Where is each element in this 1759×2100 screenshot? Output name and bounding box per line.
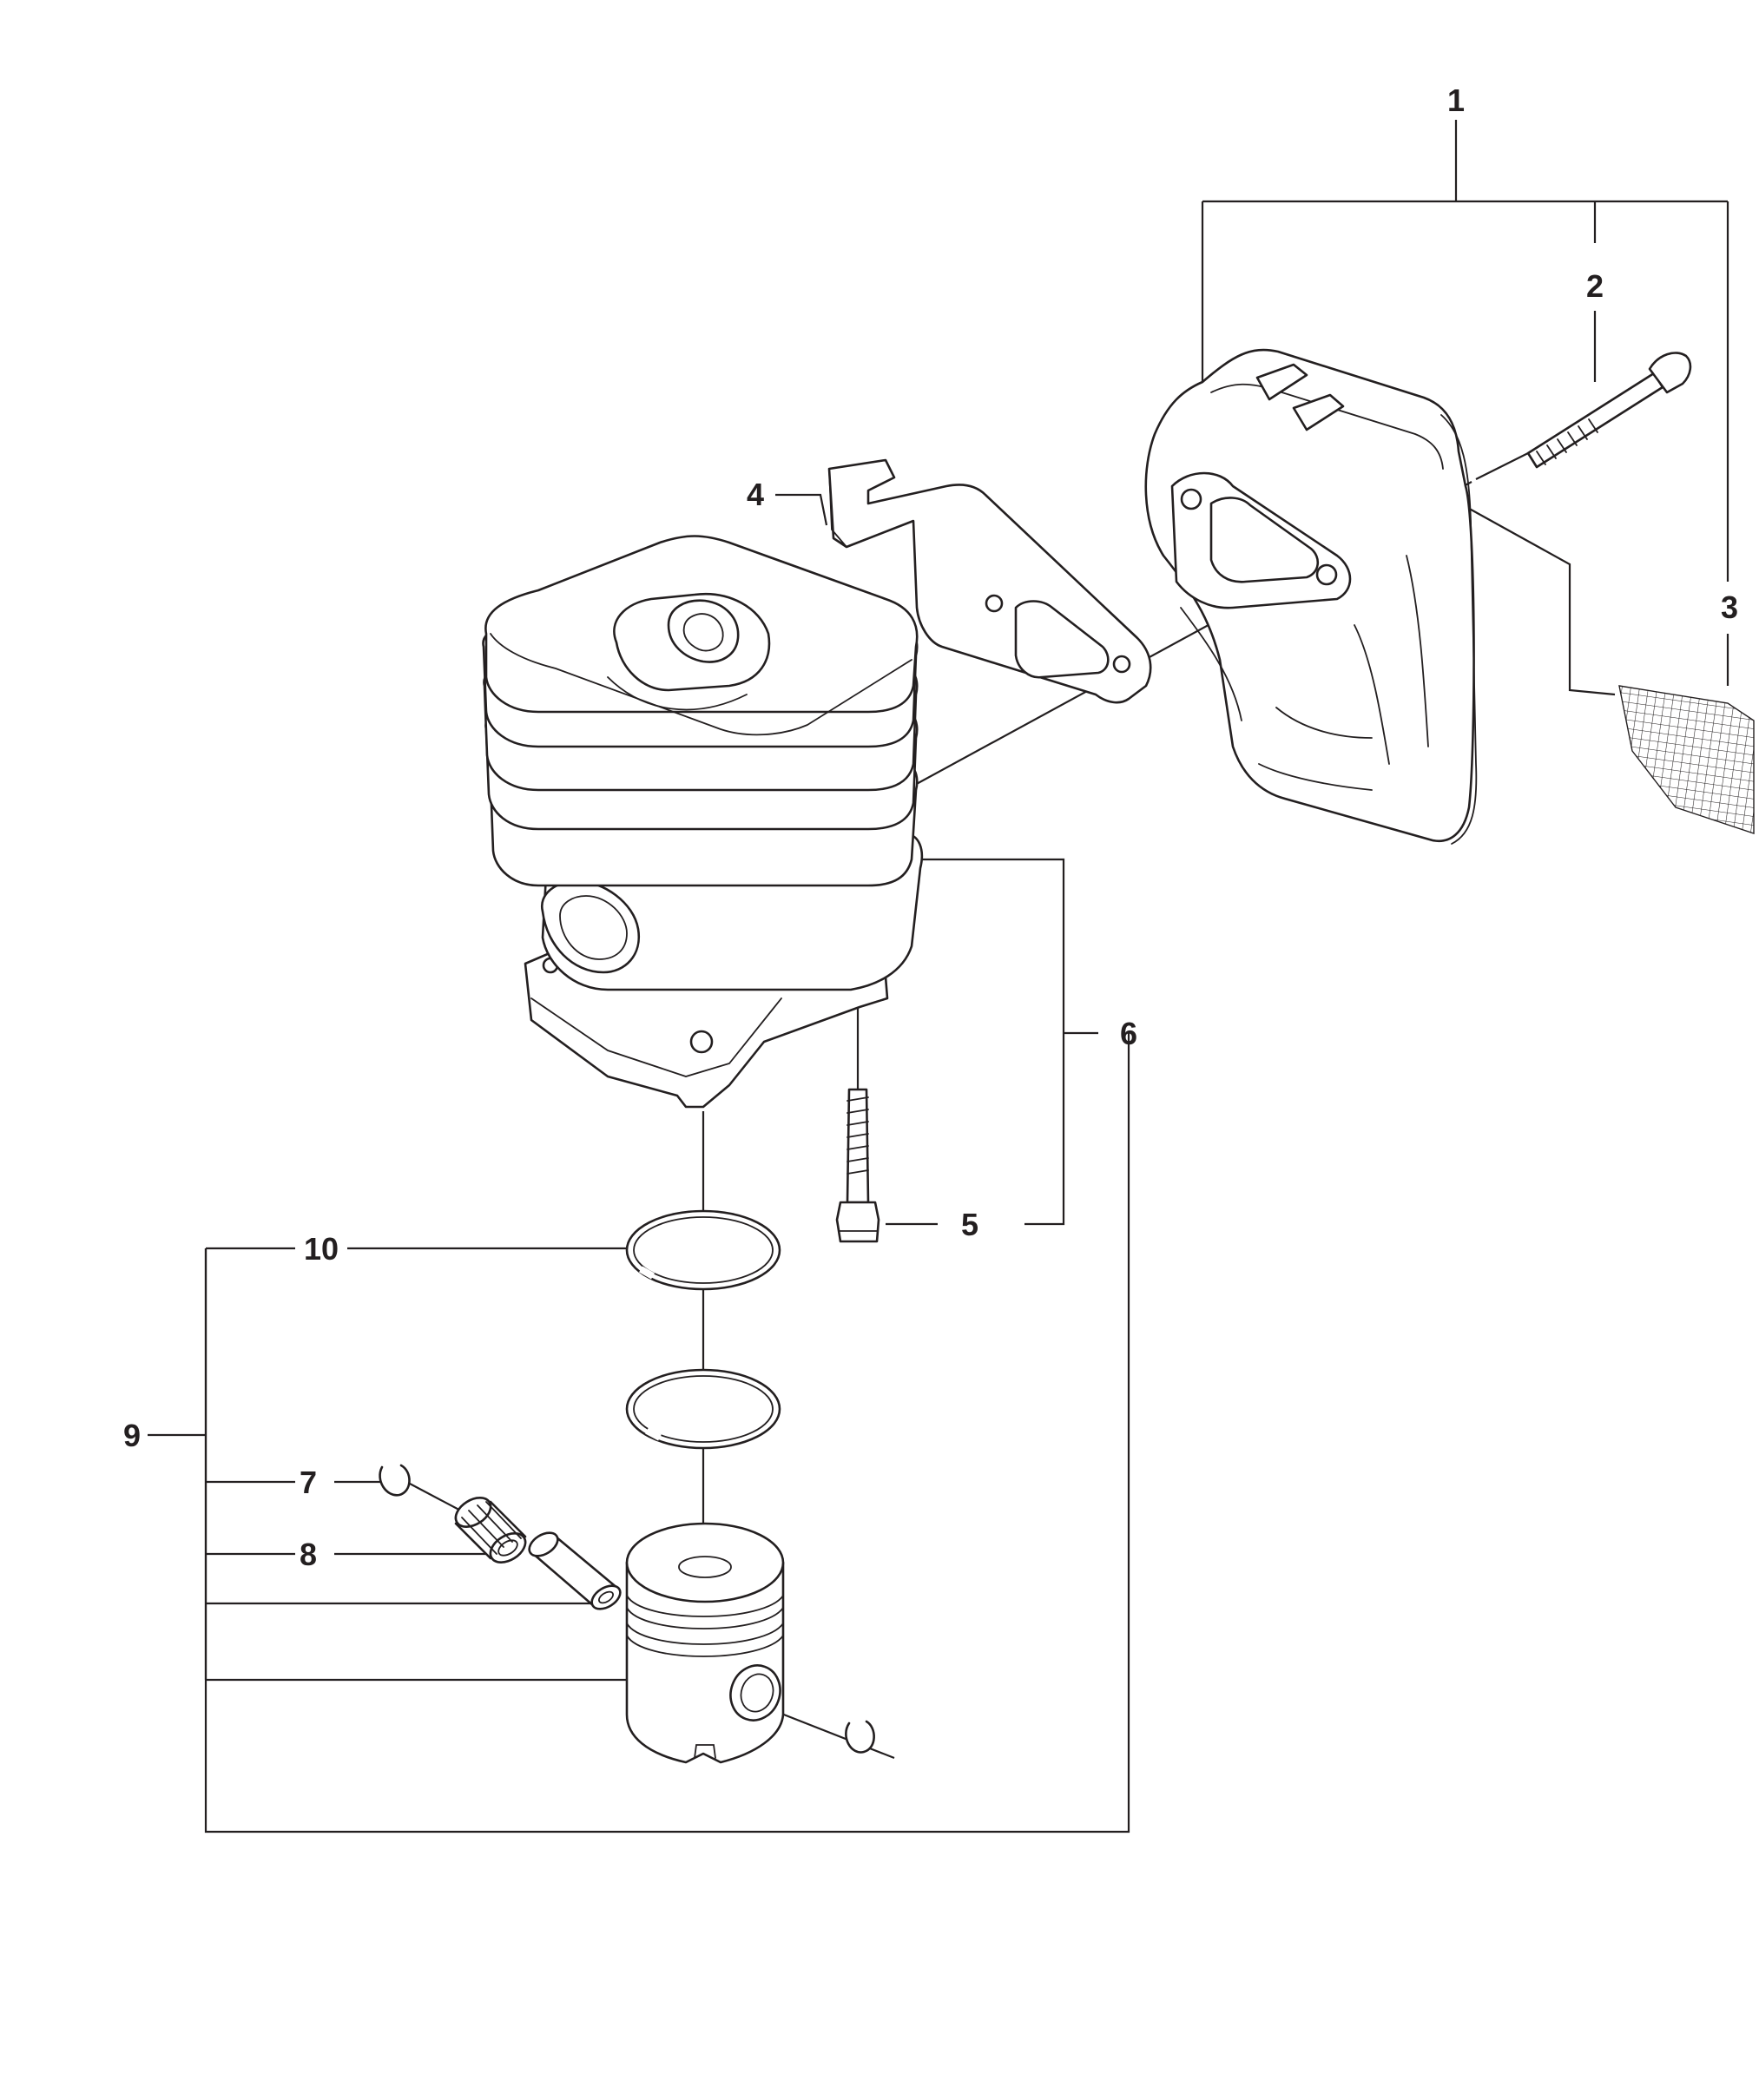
cylinder-screw: [835, 1088, 880, 1243]
callout-3: 3: [1721, 589, 1738, 625]
piston: [625, 1522, 785, 1764]
muffler-gasket-bracket: [827, 458, 1152, 704]
callout-labels: 1 2 3 4 5 6 7 8 9 10: [123, 82, 1738, 1572]
muffler-bolt: [1526, 352, 1692, 469]
callout-5: 5: [961, 1207, 978, 1242]
spark-arrestor-screen: [1618, 685, 1755, 834]
callout-9: 9: [123, 1418, 141, 1453]
callout-2: 2: [1586, 268, 1604, 304]
callout-10: 10: [304, 1231, 339, 1267]
wrist-pin: [528, 1531, 622, 1610]
cylinder: [482, 535, 924, 1109]
callout-1: 1: [1447, 82, 1465, 118]
needle-bearing: [454, 1497, 527, 1563]
callout-8: 8: [300, 1537, 317, 1572]
callout-6: 6: [1120, 1016, 1137, 1051]
muffler-assembly: [1144, 348, 1478, 845]
circlips: [379, 1464, 875, 1754]
callout-4: 4: [747, 477, 764, 512]
callout-7: 7: [300, 1465, 317, 1500]
leader-lines: [148, 120, 1729, 1833]
piston-rings: [625, 1209, 781, 1450]
